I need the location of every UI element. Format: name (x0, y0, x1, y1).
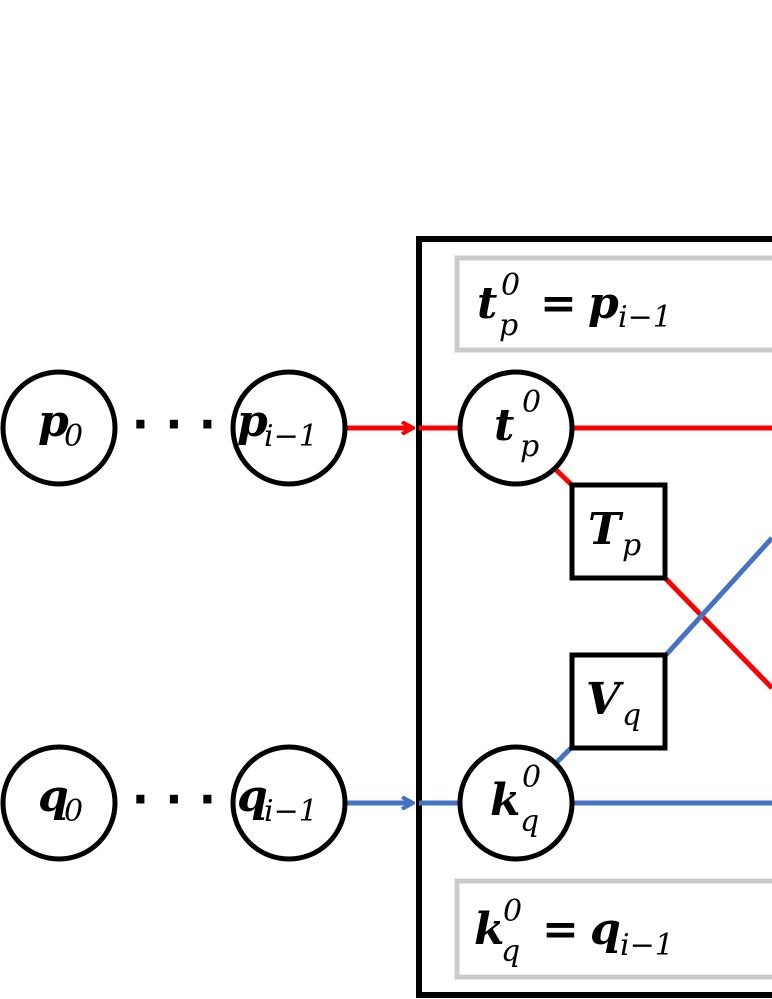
init-top-lhs-main: t (477, 278, 497, 329)
label-k-q-sup: 0 (522, 760, 541, 795)
label-p-prev: p i−1 (237, 396, 318, 454)
node-q0 (0, 744, 118, 862)
init-top-rhs-main: p (588, 278, 619, 329)
init-bottom-rhs-sub: i−1 (620, 928, 674, 963)
init-bottom-lhs-main: k (474, 904, 505, 955)
init-bottom-lhs-sup: 0 (503, 894, 522, 929)
label-q0-sub: 0 (64, 794, 83, 829)
label-p0: p 0 (38, 396, 83, 454)
label-Tp: T p (588, 504, 641, 563)
Vq-diagonal-line (663, 536, 772, 658)
label-Vq: V q (586, 674, 641, 733)
init-box-bottom (454, 878, 772, 980)
label-k-q-sub: q (520, 804, 539, 839)
node-q-prev (230, 744, 348, 862)
label-Tp-sub: p (622, 528, 641, 563)
ellipsis-q: ⋅ ⋅ ⋅ (132, 772, 216, 826)
init-top-lhs-sup: 0 (501, 268, 520, 303)
init-bottom-lhs-sub: q (501, 934, 520, 969)
label-p-prev-main: p (237, 396, 268, 447)
label-t-p: t 0 p (494, 385, 541, 464)
init-top-lhs-sub: p (499, 308, 518, 343)
node-k-q (457, 744, 575, 862)
init-bottom-eq: = (542, 904, 579, 955)
Tp-diagonal-line (663, 576, 772, 690)
init-top-eq: = (540, 278, 577, 329)
label-p0-main: p (38, 396, 69, 447)
label-t-p-main: t (494, 400, 514, 451)
label-t-p-sub: p (520, 429, 539, 464)
label-q0-main: q (38, 771, 69, 822)
label-q-prev-sub: i−1 (264, 794, 318, 829)
label-t-p-sup: 0 (522, 385, 541, 420)
label-q-prev: q i−1 (237, 771, 318, 829)
Tp-operator-box (569, 482, 668, 581)
init-top-rhs-sub: i−1 (618, 300, 672, 335)
init-box-top (454, 255, 772, 353)
node-p0 (0, 369, 118, 487)
init-bottom-rhs-main: q (590, 904, 621, 955)
node-p-prev (230, 369, 348, 487)
label-Vq-sub: q (622, 698, 641, 733)
label-Tp-main: T (588, 504, 624, 555)
init-eq-bottom: k 0 q = q i−1 (474, 894, 674, 969)
ellipsis-p: ⋅ ⋅ ⋅ (132, 397, 216, 451)
label-p-prev-sub: i−1 (264, 419, 318, 454)
block-frame (416, 236, 772, 998)
label-k-q-main: k (490, 775, 521, 826)
label-Vq-main: V (586, 674, 624, 725)
node-t-p (457, 369, 575, 487)
label-q0: q 0 (38, 771, 83, 829)
label-k-q: k 0 q (490, 760, 541, 839)
label-p0-sub: 0 (64, 419, 83, 454)
label-q-prev-main: q (237, 771, 268, 822)
Vq-operator-box (569, 652, 668, 751)
init-eq-top: t 0 p = p i−1 (477, 268, 672, 343)
